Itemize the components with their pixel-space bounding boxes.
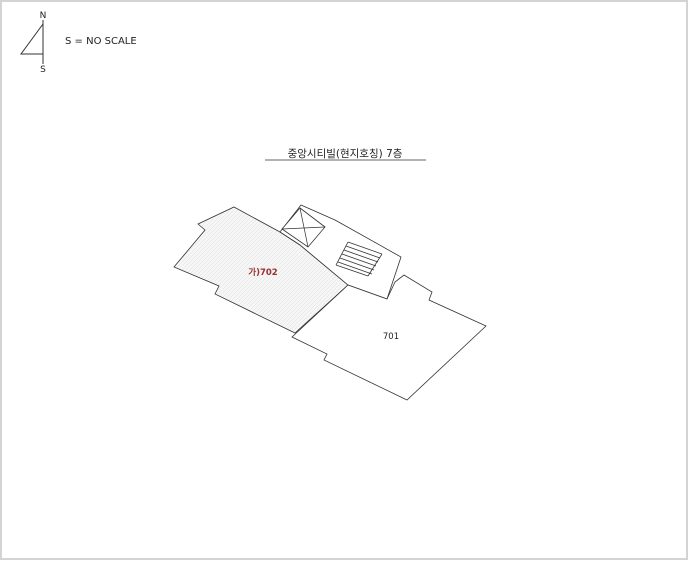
- north-arrow: N S: [20, 11, 47, 75]
- stair-treads: [335, 241, 383, 277]
- south-label: S: [40, 65, 46, 75]
- unit-702-label: 가)702: [248, 267, 278, 278]
- unit-701-outline: [291, 274, 487, 401]
- plan-title: 중앙시티빌(현지호칭) 7층: [288, 148, 403, 160]
- north-arrow-triangle: [20, 22, 44, 55]
- scale-note: S = NO SCALE: [65, 36, 137, 47]
- north-label: N: [40, 11, 47, 21]
- elevator-cross-2: [281, 226, 326, 230]
- elevator-cross-1: [299, 207, 309, 248]
- unit-701-label: 701: [383, 332, 399, 342]
